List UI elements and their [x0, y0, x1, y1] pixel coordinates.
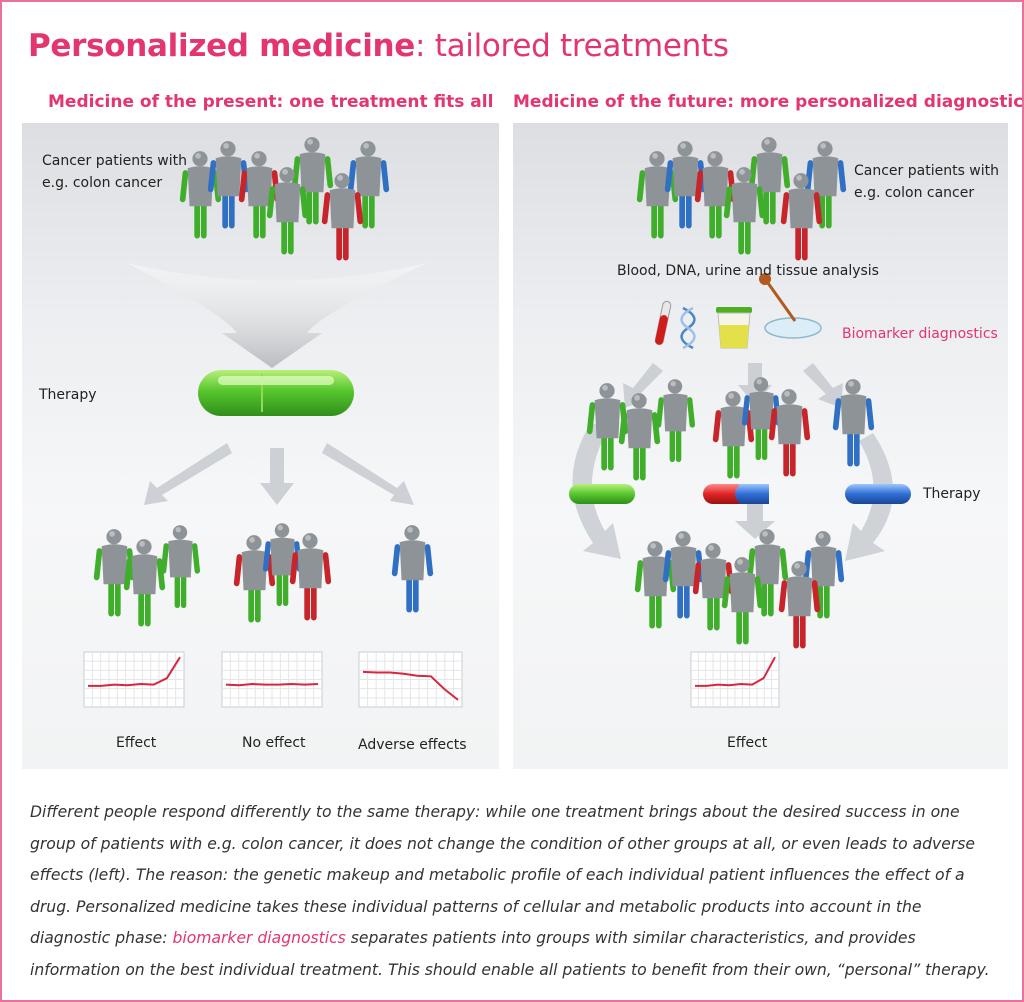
- patient-figure-icon: [778, 561, 821, 649]
- caption-part-2: separates patients into groups with simi…: [30, 929, 990, 979]
- patient-figure-icon: [802, 531, 845, 619]
- patient-figure-icon: [618, 393, 661, 481]
- right-patient-groups: [586, 377, 875, 481]
- effect-label: Effect: [116, 735, 157, 751]
- right-effect-label: Effect: [727, 735, 768, 751]
- right-patients-label-1: Cancer patients with: [854, 163, 1000, 179]
- patient-figure-icon: [289, 533, 332, 621]
- left-patient-groups: [93, 523, 434, 627]
- chart-series-line: [362, 670, 459, 701]
- patient-figure-icon: [721, 557, 764, 645]
- left-patient-crowd: [179, 137, 390, 261]
- arrow-right-icon: [322, 443, 414, 505]
- main-title-rest: : tailored treatments: [415, 28, 729, 64]
- arrow-down-icon: [260, 448, 294, 505]
- mini-chart-no-effect: [221, 651, 323, 708]
- curved-arrow-left-icon: [572, 423, 621, 559]
- patient-figure-icon: [636, 151, 679, 239]
- right-panel-graphics: [569, 137, 911, 708]
- right-charts: [690, 651, 780, 708]
- left-patients-label-1: Cancer patients with: [42, 153, 188, 169]
- left-patients-label-2: e.g. colon cancer: [42, 175, 163, 191]
- arrow-left-icon: [144, 443, 232, 505]
- chart-series-line: [695, 656, 776, 687]
- right-patient-crowd: [636, 137, 847, 261]
- patient-figure-icon: [586, 383, 629, 471]
- main-title: Personalized medicine: tailored treatmen…: [28, 28, 729, 64]
- patient-figure-icon: [712, 391, 755, 479]
- patient-figure-icon: [179, 151, 222, 239]
- blue-pill-icon: [845, 484, 911, 504]
- left-panel-graphics: [83, 137, 463, 708]
- dna-icon: [680, 306, 696, 350]
- patient-figure-icon: [262, 523, 303, 606]
- patient-figure-icon: [93, 529, 136, 617]
- mini-chart-right-effect: [690, 651, 780, 708]
- patient-figure-icon: [832, 379, 875, 467]
- no-effect-label: No effect: [242, 735, 306, 751]
- patient-figure-icon: [291, 137, 334, 225]
- adverse-effects-label: Adverse effects: [358, 737, 467, 753]
- patient-figure-icon: [655, 379, 696, 462]
- right-result-crowd: [634, 529, 845, 649]
- patient-figure-icon: [723, 167, 766, 255]
- right-patients-label-2: e.g. colon cancer: [854, 185, 975, 201]
- patient-figure-icon: [768, 389, 811, 477]
- green-pill-icon: [569, 484, 635, 504]
- right-panel: Cancer patients with e.g. colon cancer B…: [513, 123, 1008, 769]
- funnel-arrow-icon: [127, 263, 427, 368]
- patient-figure-icon: [692, 543, 735, 631]
- caption-part-1: Different people respond differently to …: [30, 803, 976, 947]
- chart-series-line: [88, 656, 181, 687]
- patient-figure-icon: [123, 539, 166, 627]
- test-tube-icon: [654, 300, 672, 346]
- main-title-bold: Personalized medicine: [28, 28, 416, 64]
- petri-dish-icon: [759, 273, 822, 339]
- patient-figure-icon: [266, 167, 309, 255]
- biomarker-diagnostics-label: Biomarker diagnostics: [842, 326, 998, 342]
- urine-cup-icon: [716, 307, 752, 349]
- patient-figure-icon: [347, 141, 390, 229]
- curved-arrow-right-icon: [845, 433, 893, 561]
- caption-highlight: biomarker diagnostics: [172, 929, 346, 947]
- patient-figure-icon: [238, 151, 281, 239]
- patient-figure-icon: [746, 529, 789, 617]
- patient-figure-icon: [748, 137, 791, 225]
- patient-figure-icon: [662, 531, 705, 619]
- arrow-icon: [803, 363, 843, 408]
- patient-figure-icon: [694, 151, 737, 239]
- caption: Different people respond differently to …: [30, 797, 1002, 986]
- patient-figure-icon: [321, 173, 364, 261]
- right-panel-title: Medicine of the future: more personalize…: [513, 92, 1024, 112]
- patient-figure-icon: [160, 525, 201, 608]
- left-therapy-label: Therapy: [39, 387, 97, 403]
- left-panel-title: Medicine of the present: one treatment f…: [48, 92, 494, 112]
- right-therapy-label: Therapy: [923, 486, 981, 502]
- left-charts: [83, 651, 463, 708]
- left-panel: Cancer patients with e.g. colon cancer T…: [22, 123, 499, 769]
- patient-figure-icon: [780, 173, 823, 261]
- mini-chart-adverse: [358, 651, 463, 708]
- patient-figure-icon: [391, 525, 434, 613]
- mini-chart-effect: [83, 651, 185, 708]
- analysis-label: Blood, DNA, urine and tissue analysis: [617, 263, 879, 279]
- chart-series-line: [225, 682, 319, 687]
